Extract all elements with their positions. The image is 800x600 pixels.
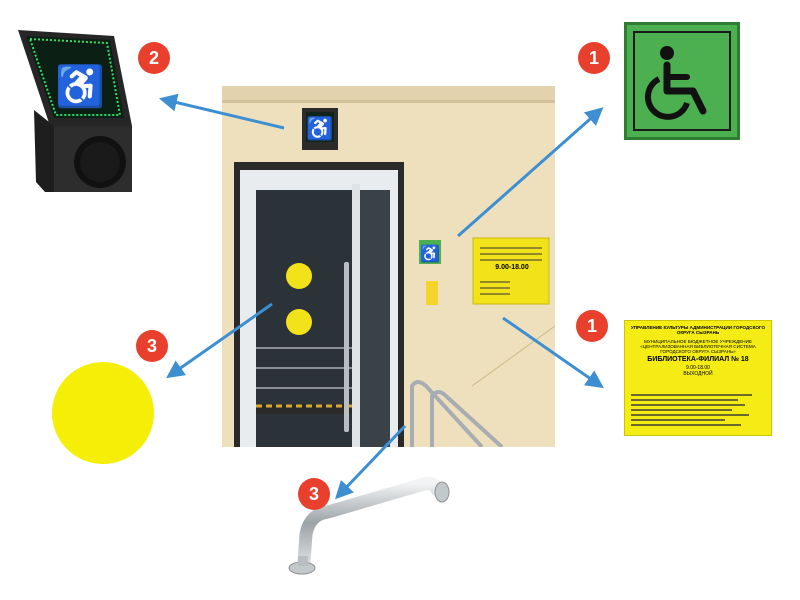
plaque-line-4: ГОРОДСКОГО ОКРУГА СЫЗРАНЬ» <box>660 349 736 354</box>
arrow-to-yellow-circle <box>166 302 273 379</box>
arrow-to-handrail <box>335 424 407 500</box>
building-scene: ♿ ♿ 9.00-18.00 <box>222 86 556 449</box>
arrow-to-led-display <box>158 93 285 130</box>
callout-badge-yellow-circle: 3 <box>136 330 168 362</box>
svg-text:♿: ♿ <box>55 63 105 109</box>
yellow-contrast-circle <box>52 362 154 464</box>
plaque-line-2: МУНИЦИПАЛЬНОЕ БЮДЖЕТНОЕ УЧРЕЖДЕНИЕ <box>644 339 752 344</box>
callout-badge-wheelchair-sign: 1 <box>578 42 610 74</box>
callout-badge-led-display: 2 <box>138 42 170 74</box>
handrail <box>284 462 454 580</box>
scene-plaque-hours: 9.00-18.00 <box>495 264 529 271</box>
plaque-title: БИБЛИОТЕКА-ФИЛИАЛ № 18 <box>647 356 749 363</box>
svg-text:♿: ♿ <box>420 244 440 263</box>
plaque-hours: 9.00-18.00 <box>686 365 710 371</box>
plaque-day-off: ВЫХОДНОЙ <box>683 371 713 377</box>
wheelchair-icon <box>644 46 707 120</box>
arrow-to-plaque <box>502 316 604 389</box>
arrow-to-wheelchair-sign <box>457 107 604 238</box>
plaque-line-1: УПРАВЛЕНИЕ КУЛЬТУРЫ АДМИНИСТРАЦИИ ГОРОДС… <box>630 325 766 335</box>
svg-text:♿: ♿ <box>306 116 333 141</box>
wheelchair-sign <box>624 22 740 140</box>
callout-badge-handrail: 3 <box>298 478 330 510</box>
callout-badge-info-plaque: 1 <box>576 310 608 342</box>
braille-lines <box>631 391 765 429</box>
plaque-line-3: «ЦЕНТРАЛИЗОВАННАЯ БИБЛИОТЕЧНАЯ СИСТЕМА <box>640 344 756 349</box>
building-facade: ♿ ♿ <box>222 86 556 449</box>
tactile-info-plaque: УПРАВЛЕНИЕ КУЛЬТУРЫ АДМИНИСТРАЦИИ ГОРОДС… <box>624 320 772 436</box>
led-wheelchair-display: ♿ <box>14 22 140 202</box>
